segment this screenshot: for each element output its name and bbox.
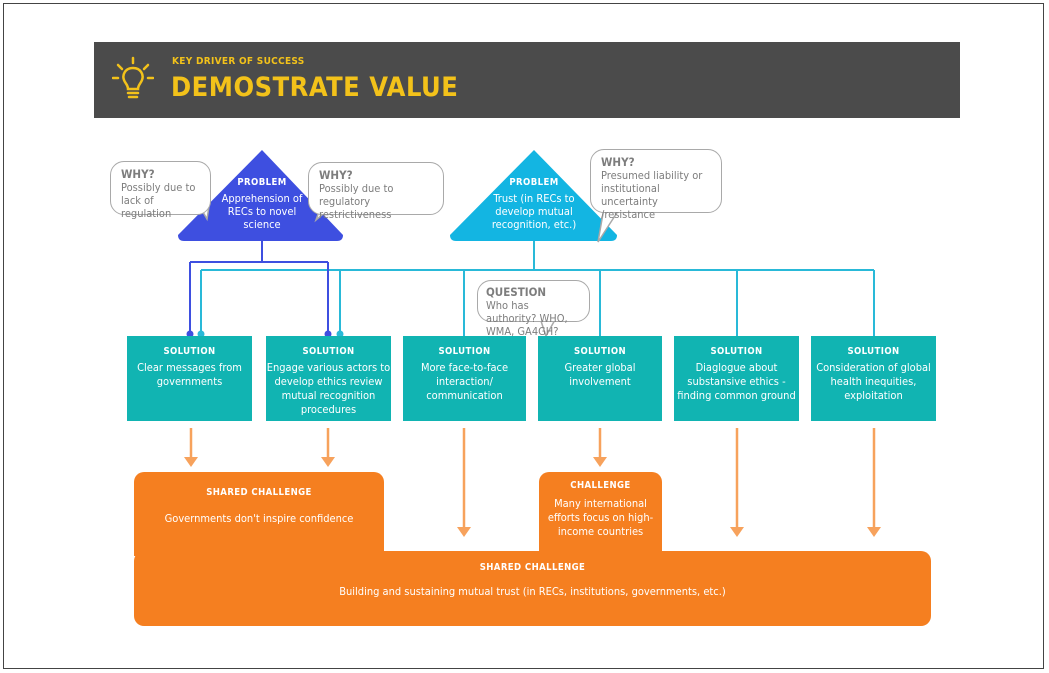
lightbulb-icon: [112, 56, 154, 99]
shared-challenge-governments: SHARED CHALLENGE Governments don't inspi…: [134, 472, 384, 556]
teal-connector-dots: [197, 330, 344, 338]
solution-text: Consideration of global health inequitie…: [816, 361, 931, 402]
solution-heading: SOLUTION: [573, 346, 627, 357]
why-bubble-right: WHY? Possibly due to regulatory restrict…: [308, 162, 444, 221]
solution-box-3: SOLUTION More face-to-face interaction/ …: [403, 336, 526, 421]
why-text: Possibly due to regulatory restrictivene…: [319, 182, 394, 221]
solution-heading: SOLUTION: [438, 346, 491, 357]
solution-heading: SOLUTION: [163, 346, 216, 357]
solution-heading: SOLUTION: [302, 346, 355, 357]
question-label: QUESTION: [486, 285, 547, 299]
solution-text: Engage various actors to develop ethics …: [266, 361, 391, 416]
problem-2-shape: [450, 150, 617, 241]
challenge-heading: SHARED CHALLENGE: [206, 487, 312, 498]
orange-arrows: [184, 428, 881, 537]
why-label: WHY?: [121, 167, 155, 181]
header-banner: KEY DRIVER OF SUCCESS DEMOSTRATE VALUE: [94, 42, 960, 118]
why-label: WHY?: [601, 155, 635, 169]
challenge-text: Building and sustaining mutual trust (in…: [339, 585, 726, 598]
problem-1-label: PROBLEM Apprehension of RECs to novel sc…: [210, 176, 314, 231]
solution-box-6: SOLUTION Consideration of global health …: [811, 336, 936, 421]
solution-text: Diaglogue about substansive ethics - fin…: [677, 361, 796, 402]
challenge-heading: SHARED CHALLENGE: [479, 562, 586, 573]
solution-box-2: SOLUTION Engage various actors to develo…: [266, 336, 391, 421]
figure-frame: [3, 3, 1044, 669]
challenge-text: Many international efforts focus on high…: [547, 497, 654, 538]
challenge-heading: CHALLENGE: [570, 480, 631, 491]
problem-1-shape: [178, 150, 343, 241]
solution-box-5: SOLUTION Diaglogue about substansive eth…: [674, 336, 799, 421]
teal-connectors: [200, 241, 875, 336]
header-kicker: KEY DRIVER OF SUCCESS: [172, 56, 305, 67]
problem-2-heading: PROBLEM: [509, 177, 559, 188]
solution-text: More face-to-face interaction/ communica…: [420, 361, 509, 402]
blue-connector-dots: [186, 330, 332, 338]
solution-box-1: SOLUTION Clear messages from governments: [127, 336, 252, 421]
challenge-high-income: CHALLENGE Many international efforts foc…: [539, 472, 662, 556]
why-bubble-trust: WHY? Presumed liability or institutional…: [590, 149, 722, 221]
solution-text: Clear messages from governments: [137, 361, 242, 388]
why-bubble-left: WHY? Possibly due to lack of regulation: [110, 161, 211, 220]
question-bubble: QUESTION Who has authority? WHO, WMA, GA…: [477, 280, 590, 338]
question-text: Who has authority? WHO, WMA, GA4GH?: [486, 299, 568, 338]
problem-2-label: PROBLEM Trust (in RECs to develop mutual…: [484, 176, 584, 231]
problem-1-heading: PROBLEM: [237, 177, 287, 188]
solution-box-4: SOLUTION Greater global involvement: [538, 336, 662, 421]
shared-challenge-trust: SHARED CHALLENGE Building and sustaining…: [134, 551, 931, 626]
problem-2-text: Trust (in RECs to develop mutual recogni…: [491, 192, 577, 231]
blue-connectors: [189, 241, 329, 336]
challenge-text: Governments don't inspire confidence: [164, 512, 354, 525]
solution-heading: SOLUTION: [710, 346, 763, 357]
why-text: Possibly due to lack of regulation: [121, 181, 196, 220]
page-title: DEMOSTRATE VALUE: [171, 72, 459, 103]
solution-heading: SOLUTION: [847, 346, 900, 357]
why-text: Presumed liability or institutional unce…: [601, 169, 703, 221]
why-label: WHY?: [319, 168, 353, 182]
solution-text: Greater global involvement: [564, 361, 636, 388]
problem-1-text: Apprehension of RECs to novel science: [221, 192, 303, 231]
